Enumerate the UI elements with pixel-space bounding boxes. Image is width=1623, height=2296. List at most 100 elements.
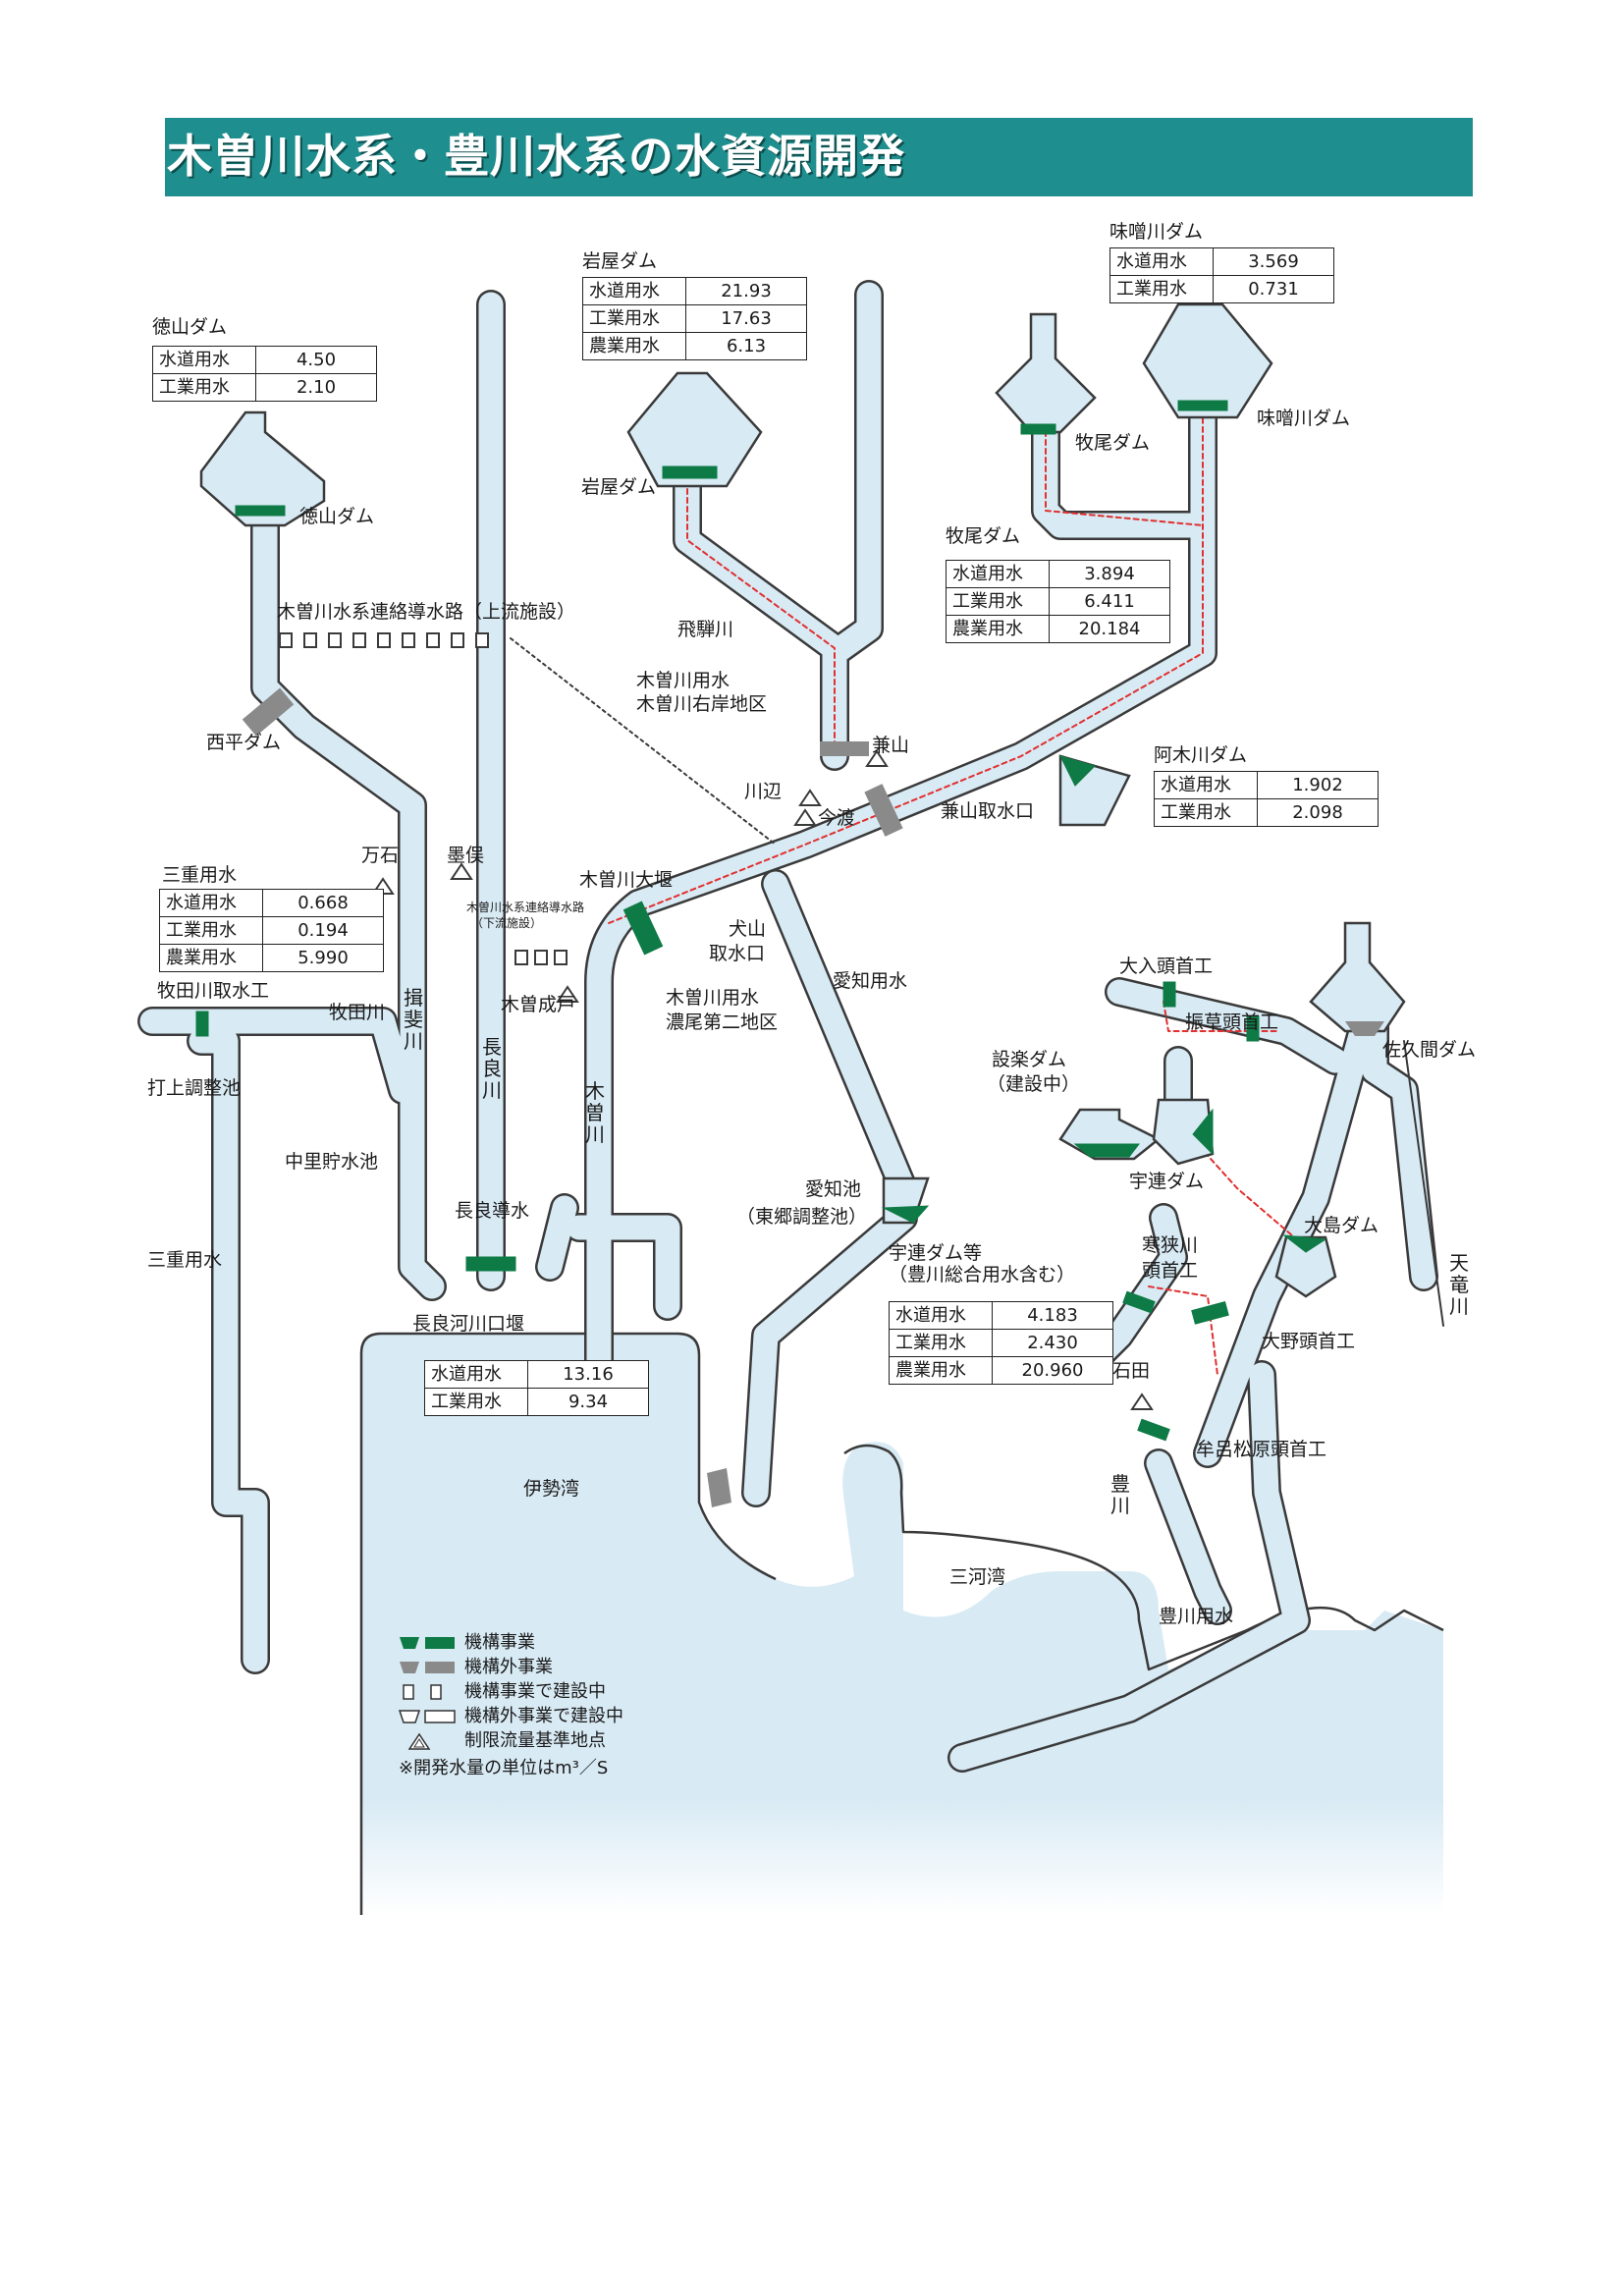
label-ono: 大野頭首工	[1262, 1331, 1356, 1352]
label-iwaya-dam: 岩屋ダム	[581, 476, 657, 498]
label-makio-dam: 牧尾ダム	[1075, 432, 1151, 454]
kawabe-reference-point	[798, 789, 822, 806]
label-hida-river: 飛騨川	[677, 619, 734, 640]
label-inuyama-2: 取水口	[709, 943, 766, 964]
aichi-yosui-end	[707, 1468, 731, 1507]
legend: 機構事業 機構外事業 機構事業で建設中 機構外事業で建設中 制限流量基準地点	[398, 1630, 623, 1753]
misogawa-dam-reservoir	[1142, 302, 1273, 419]
imawatari-reference-point	[793, 808, 817, 826]
label-muro: 牟呂松原頭首工	[1196, 1439, 1327, 1460]
label-ibi-river: 揖斐川	[404, 986, 423, 1053]
unit-note: ※開発水量の単位はm³／S	[399, 1758, 609, 1778]
page-title: 木曽川水系・豊川水系の水資源開発	[167, 130, 905, 183]
legend-item: 機構外事業で建設中	[398, 1704, 623, 1728]
muro-intake	[1137, 1418, 1170, 1442]
table-title-ure: 宇連ダム等 （豊川総合用水含む）	[889, 1242, 1076, 1285]
legend-item: 機構事業	[398, 1630, 623, 1655]
kiso-nariko-reference-point	[556, 985, 579, 1003]
label-toyokawa-river: 豊川	[1110, 1472, 1130, 1517]
label-ooiri: 大入頭首工	[1119, 956, 1214, 977]
ono-intake	[1191, 1300, 1229, 1325]
label-furikusa: 振草頭首工	[1185, 1011, 1279, 1033]
label-nakazato: 中里貯水池	[285, 1151, 379, 1173]
sakuma-dam-weir	[1345, 1021, 1384, 1036]
saihira-dam	[242, 687, 295, 737]
label-uchiage: 打上調整池	[147, 1077, 242, 1099]
label-ure-dam: 宇連ダム	[1129, 1171, 1205, 1192]
ishida-intake	[1122, 1290, 1156, 1314]
oshima-dam-reservoir	[1274, 1235, 1337, 1298]
kanayama-dam	[820, 741, 869, 756]
label-mie-yosui: 三重用水	[147, 1249, 223, 1271]
label-shitara-2: （建設中）	[987, 1073, 1081, 1095]
label-kiso-oozeki: 木曽川大堰	[579, 869, 674, 891]
label-mangoku: 万石	[361, 845, 400, 866]
tokuyama-dam-reservoir	[199, 410, 326, 527]
oshima-dam-weir	[1282, 1234, 1327, 1253]
makio-dam-reservoir	[995, 312, 1097, 434]
label-renraku-upper: 木曽川水系連絡導水路（上流施設）	[277, 601, 576, 623]
label-ise-bay: 伊勢湾	[523, 1478, 580, 1500]
label-misogawa-dam: 味噌川ダム	[1257, 408, 1351, 429]
label-nagara-river: 長良川	[482, 1035, 502, 1102]
label-renraku-lower-1: 木曽川水系連絡導水路	[466, 901, 585, 914]
non-jwa-project-icon	[400, 1661, 455, 1673]
label-kansa-1: 寒狭川	[1142, 1234, 1199, 1256]
kiso-oozeki	[622, 901, 664, 956]
label-kiso-nariko: 木曽成戸	[501, 994, 576, 1015]
label-imawatari: 今渡	[818, 807, 856, 829]
shitara-dam-weir	[1073, 1143, 1141, 1158]
title-banner	[165, 118, 1473, 196]
aichi-ike-weir	[882, 1205, 930, 1224]
sakuma-dam-reservoir	[1309, 921, 1406, 1033]
table-title-iwaya: 岩屋ダム	[582, 250, 658, 272]
label-sakuma: 佐久間ダム	[1382, 1039, 1477, 1061]
misogawa-dam-weir	[1177, 400, 1228, 411]
table-title-misogawa: 味噌川ダム	[1109, 221, 1204, 243]
label-makita-river: 牧田川	[329, 1002, 386, 1023]
label-shitara-1: 設楽ダム	[992, 1049, 1067, 1070]
label-tenryu: 天竜川	[1449, 1251, 1469, 1318]
label-saihira-dam: 西平ダム	[206, 732, 282, 753]
nagara-dousui-intake	[465, 1256, 516, 1272]
label-toyokawa-yosui: 豊川用水	[1159, 1606, 1234, 1627]
imawatari-weir	[864, 784, 903, 837]
iwaya-dam-weir	[662, 465, 718, 479]
ishida-reference-point	[1130, 1393, 1154, 1410]
label-nagara-kakou: 長良河川口堰	[412, 1313, 525, 1335]
legend-item: 制限流量基準地点	[398, 1728, 623, 1753]
label-tokuyama-dam: 徳山ダム	[299, 506, 375, 527]
jwa-under-construction-icon	[403, 1683, 442, 1700]
kanayama-reference-point	[865, 749, 889, 767]
tokuyama-dam-weir	[235, 505, 286, 517]
makio-dam-weir	[1020, 423, 1056, 435]
label-mikawa-bay: 三河湾	[949, 1566, 1006, 1588]
label-noubi-2: 濃尾第二地区	[666, 1011, 779, 1033]
label-kawabe: 川辺	[744, 781, 783, 802]
label-noubi-1: 木曽川用水	[666, 987, 760, 1009]
legend-item: 機構外事業	[398, 1655, 623, 1679]
label-renraku-lower-2: （下流施設）	[471, 916, 543, 930]
label-sunomata: 墨俣	[447, 845, 485, 866]
label-nagara-dousui: 長良導水	[455, 1200, 530, 1222]
ooiri-intake	[1163, 981, 1176, 1008]
label-ishida: 石田	[1112, 1360, 1151, 1382]
makita-intake	[195, 1011, 209, 1037]
label-oshima-dam: 大島ダム	[1304, 1215, 1380, 1236]
label-kisogawa-yosui-2: 木曽川右岸地区	[636, 693, 768, 715]
jwa-project-icon	[400, 1636, 455, 1649]
label-kanayama-intake: 兼山取水口	[941, 800, 1035, 822]
label-kisogawa-yosui-1: 木曽川用水	[636, 670, 730, 691]
label-inuyama-1: 犬山	[729, 918, 767, 940]
table-title-mie: 三重用水	[162, 864, 238, 886]
label-makita-intake: 牧田川取水工	[157, 980, 270, 1002]
label-kanayama: 兼山	[872, 735, 910, 756]
label-aichi-yosui: 愛知用水	[833, 970, 908, 992]
